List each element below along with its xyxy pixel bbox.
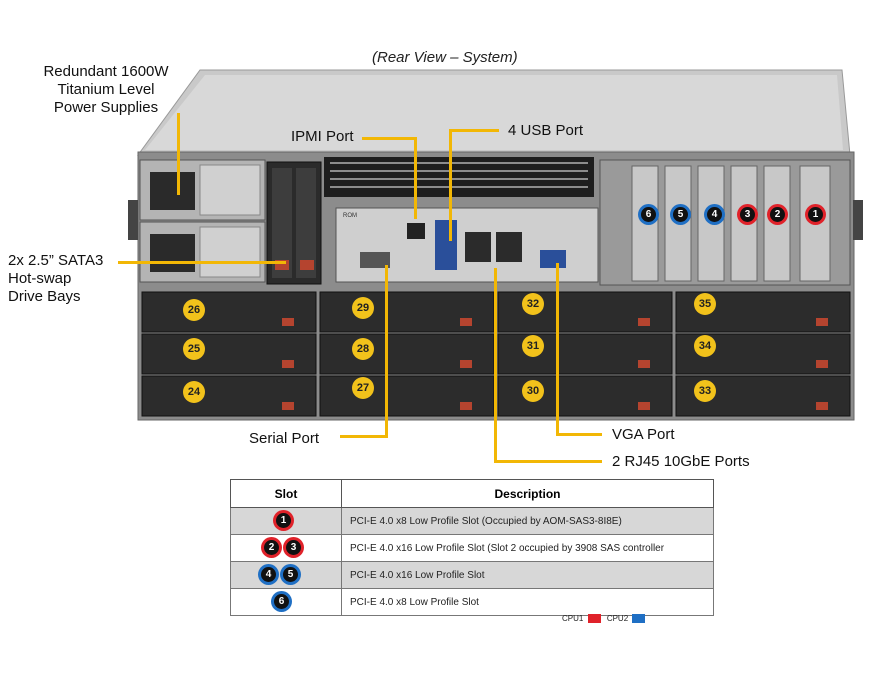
ipmi-port-label: IPMI Port	[291, 128, 354, 145]
bay-badge-24: 24	[183, 381, 205, 403]
slot-description: PCI-E 4.0 x8 Low Profile Slot	[341, 588, 714, 616]
pcie-slot-3-marker: 3	[740, 207, 755, 222]
slot-description: PCI-E 4.0 x16 Low Profile Slot (Slot 2 o…	[341, 534, 714, 562]
callout-line-usb-h	[449, 129, 499, 132]
bay-badge-30: 30	[522, 380, 544, 402]
pcie-slot-1-marker: 1	[808, 207, 823, 222]
legend-cpu2-swatch	[632, 614, 646, 624]
table-header-slot: Slot	[230, 479, 342, 508]
callout-line-drives	[118, 261, 286, 264]
io-rom-label: ROM	[343, 213, 357, 219]
table-row: 6 PCI-E 4.0 x8 Low Profile Slot	[230, 588, 714, 616]
callout-line-power	[177, 113, 180, 195]
slot-cell: 6	[230, 588, 342, 616]
serial-port-label: Serial Port	[249, 430, 320, 447]
drives-label-line2: Hot-swap	[8, 270, 72, 287]
pcie-slot-4-marker: 4	[707, 207, 722, 222]
table-row: 2 3 PCI-E 4.0 x16 Low Profile Slot (Slot…	[230, 534, 714, 562]
bay-badge-26: 26	[183, 299, 205, 321]
callout-line-ipmi-v	[414, 137, 417, 219]
slot-1-marker: 1	[276, 513, 291, 528]
bay-badge-27: 27	[352, 377, 374, 399]
rj45-ports-label: 2 RJ45 10GbE Ports	[612, 453, 750, 470]
power-label-line1: Redundant 1600W	[43, 63, 169, 80]
drives-label-line3: Drive Bays	[8, 288, 81, 305]
table-header-row: Slot Description	[230, 479, 714, 508]
cpu-legend: CPU1 CPU2	[562, 614, 646, 624]
power-label-line2: Titanium Level	[57, 81, 155, 98]
pcie-slot-5-marker: 5	[673, 207, 688, 222]
callout-line-usb-v	[449, 129, 452, 241]
bay-badge-34: 34	[694, 335, 716, 357]
slot-4-marker: 4	[261, 567, 276, 582]
callout-line-rj45-v	[494, 268, 497, 462]
bay-badge-25: 25	[183, 338, 205, 360]
slot-3-marker: 3	[286, 540, 301, 555]
callout-line-vga-v	[556, 263, 559, 436]
slot-cell: 4 5	[230, 561, 342, 589]
legend-cpu1-swatch	[587, 614, 601, 624]
bay-badge-32: 32	[522, 293, 544, 315]
slot-description: PCI-E 4.0 x16 Low Profile Slot	[341, 561, 714, 589]
slot-5-marker: 5	[283, 567, 298, 582]
bay-badge-28: 28	[352, 338, 374, 360]
legend-cpu2-label: CPU2	[606, 614, 629, 623]
callout-line-ipmi-h	[362, 137, 417, 140]
callout-line-serial-v	[385, 265, 388, 438]
bay-badge-35: 35	[694, 293, 716, 315]
diagram-title: (Rear View – System)	[372, 49, 518, 66]
callout-line-serial-h	[340, 435, 388, 438]
power-label-line3: Power Supplies	[53, 99, 159, 116]
bay-badge-31: 31	[522, 335, 544, 357]
bay-badge-33: 33	[694, 380, 716, 402]
slot-description: PCI-E 4.0 x8 Low Profile Slot (Occupied …	[341, 507, 714, 535]
callout-line-vga-h	[556, 433, 602, 436]
bay-badge-29: 29	[352, 297, 374, 319]
pcie-slot-6-marker: 6	[641, 207, 656, 222]
legend-cpu1-label: CPU1	[562, 614, 584, 623]
drive-bays-label: 2x 2.5” SATA3 Hot-swap Drive Bays	[8, 252, 103, 306]
pcie-slot-2-marker: 2	[770, 207, 785, 222]
power-supplies-label: Redundant 1600W Titanium Level Power Sup…	[36, 63, 176, 117]
callout-line-rj45-h	[494, 460, 602, 463]
table-row: 1 PCI-E 4.0 x8 Low Profile Slot (Occupie…	[230, 507, 714, 535]
vga-port-label: VGA Port	[612, 426, 675, 443]
table-row: 4 5 PCI-E 4.0 x16 Low Profile Slot	[230, 561, 714, 589]
slot-2-marker: 2	[264, 540, 279, 555]
slot-6-marker: 6	[274, 594, 289, 609]
drives-label-line1: 2x 2.5” SATA3	[8, 252, 104, 269]
slot-cell: 1	[230, 507, 342, 535]
table-header-description: Description	[341, 479, 714, 508]
usb-port-label: 4 USB Port	[508, 122, 584, 139]
slot-cell: 2 3	[230, 534, 342, 562]
pcie-slot-table: Slot Description 1 PCI-E 4.0 x8 Low Prof…	[230, 479, 714, 616]
